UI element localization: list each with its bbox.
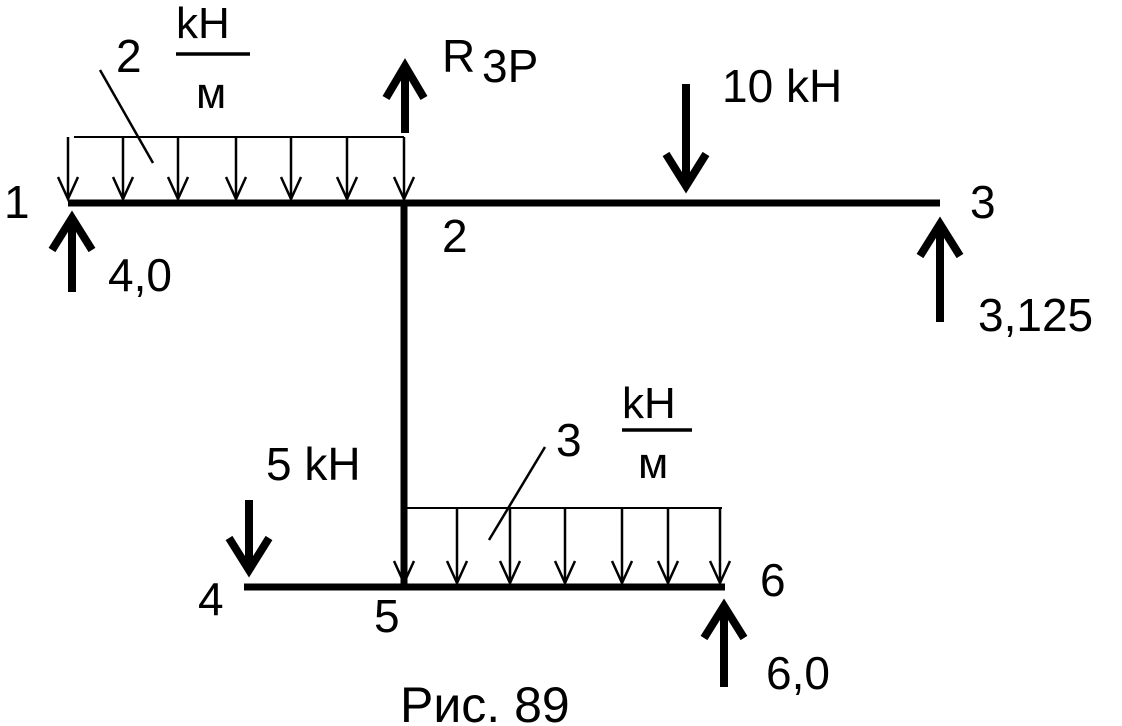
load-arrow-upper [335, 137, 359, 203]
node-label-3: 3 [970, 176, 996, 228]
load-lower-unit-denominator: м [638, 439, 668, 488]
load-lower-unit-numerator: kH [622, 379, 676, 428]
load-arrow-upper [224, 137, 248, 203]
load-upper-unit-numerator: kH [176, 0, 230, 48]
node-label-4: 4 [198, 573, 224, 625]
node-label-5: 5 [374, 590, 400, 642]
force-arrow-5kn [225, 500, 273, 578]
node-label-2: 2 [442, 210, 468, 262]
load-arrow-lower [445, 508, 469, 587]
reaction-arrow-node1 [48, 210, 96, 292]
reaction-r-subscript: 3P [482, 40, 538, 92]
force-10kn-label: 10 kH [722, 60, 842, 112]
load-arrow-upper [166, 137, 190, 203]
figure-caption: Рис. 89 [400, 677, 570, 726]
load-upper-unit-denominator: м [196, 69, 226, 118]
force-arrow-10kn [662, 84, 710, 194]
leader-line-lower [487, 446, 547, 541]
load-upper-value: 2 [116, 30, 142, 82]
force-5kn-label: 5 kH [266, 438, 361, 490]
load-arrow-lower [553, 508, 577, 587]
node-label-6: 6 [760, 554, 786, 606]
load-arrow-upper [56, 137, 80, 203]
reaction-node1-value: 4,0 [108, 249, 172, 301]
load-arrow-lower [392, 508, 416, 587]
load-arrow-lower [498, 508, 522, 587]
load-arrow-lower [610, 508, 634, 587]
reaction-arrow-node6 [700, 598, 748, 687]
load-arrow-upper [111, 137, 135, 203]
node-label-1: 1 [4, 176, 30, 228]
reaction-arrow-r3p [382, 58, 428, 133]
load-arrow-lower [656, 508, 680, 587]
load-lower-value: 3 [556, 414, 582, 466]
leader-line-upper [98, 69, 155, 164]
reaction-node6-value: 6,0 [766, 647, 830, 699]
load-arrow-upper [392, 137, 416, 203]
distributed-load-lower [392, 507, 732, 587]
load-arrow-upper [279, 137, 303, 203]
reaction-node3-value: 3,125 [978, 289, 1093, 341]
distributed-load-upper [56, 136, 416, 203]
load-arrow-lower [708, 508, 732, 587]
reaction-arrow-node3 [916, 216, 964, 322]
reaction-r-label: R [442, 30, 475, 82]
